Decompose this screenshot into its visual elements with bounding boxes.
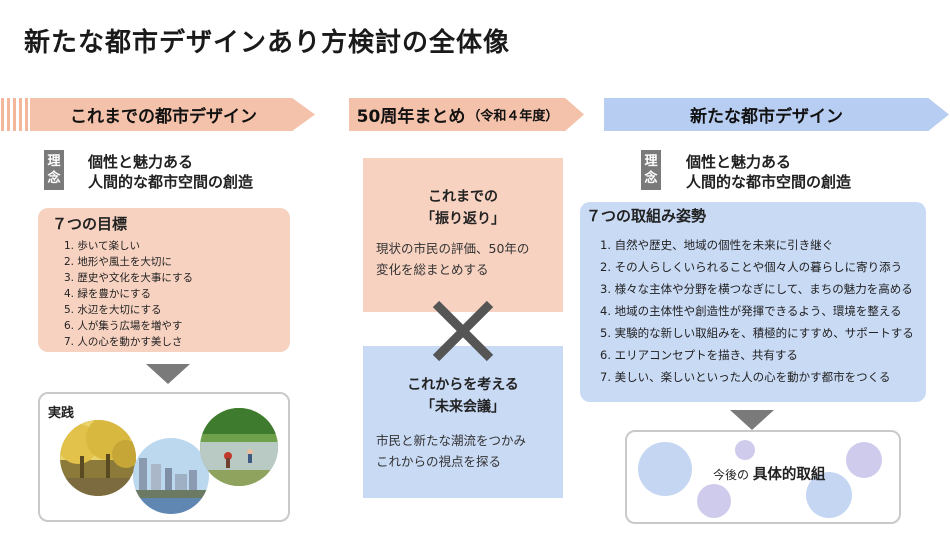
stance-item: 7. 美しい、楽しいといった人の心を動かす都市をつくる — [600, 370, 891, 384]
future-meeting-panel — [363, 346, 563, 498]
bubble-decoration — [638, 442, 692, 496]
future-title-line2: 「未来会議」 — [421, 399, 505, 415]
goal-item: 4. 緑を豊かにする — [64, 288, 151, 300]
header-past-label: これまでの都市デザイン — [70, 107, 257, 127]
cross-multiply-icon — [432, 300, 494, 362]
header-new-label: 新たな都市デザイン — [690, 107, 843, 127]
ginkgo-trees-photo — [60, 420, 136, 496]
bubble-decoration — [806, 472, 852, 518]
philosophy-badge-right: 理 念 — [641, 150, 661, 190]
philosophy-line1: 個性と魅力ある — [686, 153, 792, 171]
bubble-decoration — [735, 440, 755, 460]
future-desc-line1: 市民と新たな潮流をつかみ — [376, 433, 527, 448]
review-desc-line2: 変化を総まとめする — [376, 262, 489, 277]
stance-item: 5. 実験的な新しい取組みを、積極的にすすめ、サポートする — [600, 326, 914, 340]
stance-item: 3. 様々な主体や分野を横つなぎにして、まちの魅力を高める — [600, 282, 913, 296]
header-stripes-decoration — [0, 98, 28, 131]
stance-item: 6. エリアコンセプトを描き、共有する — [600, 348, 798, 362]
philosophy-text-left: 個性と魅力ある 人間的な都市空間の創造 — [88, 152, 253, 192]
goal-item: 6. 人が集う広場を増やす — [64, 320, 183, 332]
review-desc-line1: 現状の市民の評価、50年の — [376, 241, 530, 256]
philosophy-line1: 個性と魅力ある — [88, 153, 194, 171]
concrete-main: 具体的取組 — [752, 467, 826, 483]
badge-char-bottom: 念 — [47, 171, 61, 186]
goal-item: 1. 歩いて楽しい — [64, 240, 141, 252]
badge-char-top: 理 — [47, 154, 61, 169]
goal-item: 3. 歴史や文化を大事にする — [64, 272, 193, 284]
future-desc-line2: これからの視点を探る — [376, 454, 502, 469]
seven-stances-title: ７つの取組み姿勢 — [586, 207, 707, 225]
goal-item: 2. 地形や風土を大切に — [64, 256, 172, 268]
review-panel — [363, 158, 563, 312]
badge-char-bottom: 念 — [644, 171, 658, 186]
goal-item: 7. 人の心を動かす美しさ — [64, 336, 183, 348]
seven-goals-panel — [38, 208, 290, 352]
badge-char-top: 理 — [644, 154, 658, 169]
goal-item: 5. 水辺を大切にする — [64, 304, 162, 316]
stance-item: 1. 自然や歴史、地域の個性を未来に引き継ぐ — [600, 238, 834, 252]
practice-label: 実践 — [48, 406, 75, 421]
future-title-line1: これからを考える — [407, 377, 519, 393]
stance-item: 4. 地域の主体性や創造性が発揮できるよう、環境を整える — [600, 304, 902, 318]
waterside-playground-photo — [200, 408, 278, 486]
concrete-prefix: 今後の — [713, 468, 750, 482]
down-arrow-icon — [730, 410, 774, 430]
review-title: これまでの 「振り返り」 — [363, 186, 563, 230]
header-50th-summary: 50周年まとめ（令和４年度） — [349, 98, 584, 131]
city-waterfront-photo — [133, 438, 209, 514]
future-description: 市民と新たな潮流をつかみ これからの視点を探る — [376, 430, 526, 472]
review-description: 現状の市民の評価、50年の 変化を総まとめする — [376, 238, 529, 280]
philosophy-line2: 人間的な都市空間の創造 — [686, 173, 852, 191]
seven-goals-title: ７つの目標 — [52, 215, 128, 233]
down-arrow-icon — [146, 364, 190, 384]
future-title: これからを考える 「未来会議」 — [363, 374, 563, 418]
header-50th-label: 50周年まとめ — [356, 107, 466, 127]
header-50th-sublabel: （令和４年度） — [467, 109, 559, 124]
review-title-line1: これまでの — [428, 189, 498, 205]
philosophy-badge-left: 理 念 — [44, 150, 64, 190]
header-new-urban-design: 新たな都市デザイン — [604, 98, 949, 131]
header-past-urban-design: これまでの都市デザイン — [30, 98, 315, 131]
philosophy-line2: 人間的な都市空間の創造 — [88, 173, 254, 191]
bubble-decoration — [846, 442, 882, 478]
philosophy-text-right: 個性と魅力ある 人間的な都市空間の創造 — [686, 152, 851, 192]
stance-item: 2. その人らしくいられることや個々人の暮らしに寄り添う — [600, 260, 903, 274]
bubble-decoration — [697, 484, 731, 518]
concrete-initiatives-label: 今後の 具体的取組 — [713, 463, 825, 484]
review-title-line2: 「振り返り」 — [421, 211, 505, 227]
page-title: 新たな都市デザインあり方検討の全体像 — [24, 28, 511, 58]
seven-stances-panel — [580, 202, 926, 402]
